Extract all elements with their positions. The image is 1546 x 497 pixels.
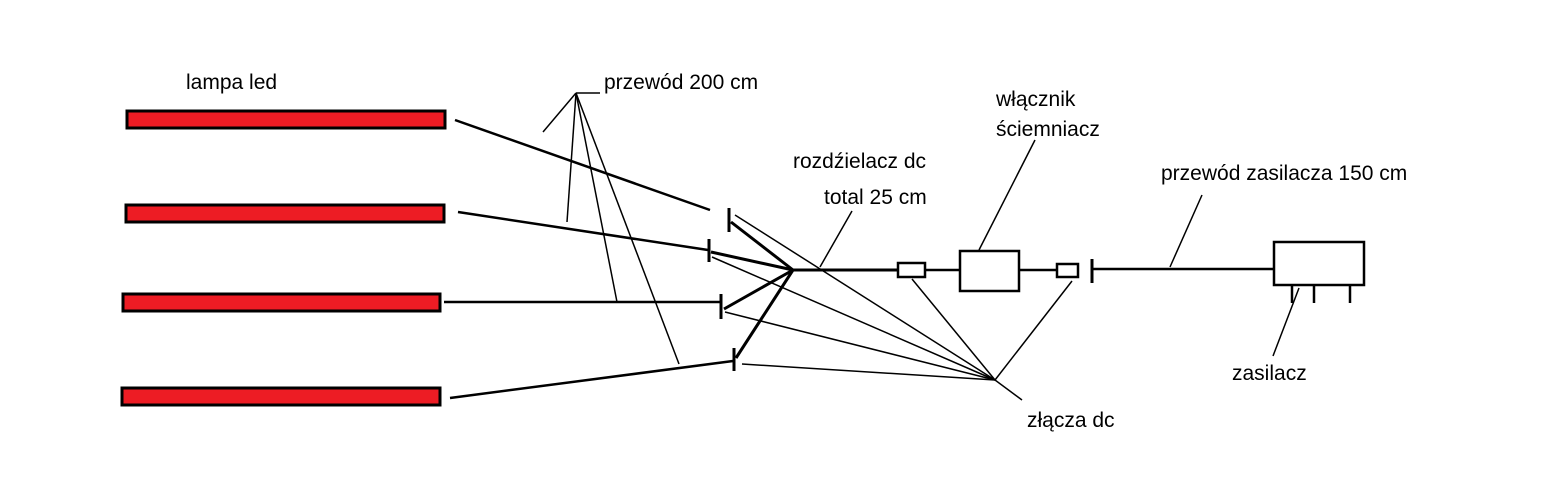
led-lamp-4 — [120, 386, 442, 407]
labels: lampa led przewód 200 cm rozdźielacz dc … — [186, 71, 1407, 432]
pointer-lines — [542, 92, 1300, 401]
splitter-label-line2: total 25 cm — [824, 186, 927, 209]
led-lamps — [120, 109, 447, 407]
lamp-cable-plugs — [707, 208, 736, 371]
led-lamp-1 — [125, 109, 447, 130]
cable-200-label: przewód 200 cm — [604, 71, 758, 94]
switch-dimmer-box — [958, 249, 1021, 293]
lamp-cables — [444, 118, 734, 400]
dc-connector-b — [1055, 262, 1080, 279]
supply-cable-label: przewód zasilacza 150 cm — [1161, 162, 1407, 185]
connectors-label: złącza dc — [1027, 409, 1115, 432]
dc-connector-a — [896, 261, 927, 279]
lamp-cable-4 — [449, 359, 734, 400]
main-chain — [896, 240, 1366, 303]
dc-splitter — [710, 220, 898, 359]
power-supply-label: zasilacz — [1232, 362, 1307, 385]
power-supply-box — [1272, 240, 1366, 287]
splitter-label-line1: rozdźielacz dc — [793, 150, 926, 173]
switch-label-line1: włącznik — [995, 88, 1076, 111]
lamp-cable-2 — [457, 210, 709, 252]
lamp-cable-1 — [454, 118, 711, 212]
lamp-label: lampa led — [186, 71, 277, 94]
led-lamp-2 — [124, 203, 446, 224]
led-lamp-3 — [121, 292, 442, 313]
switch-label-line2: ściemniacz — [996, 118, 1100, 141]
